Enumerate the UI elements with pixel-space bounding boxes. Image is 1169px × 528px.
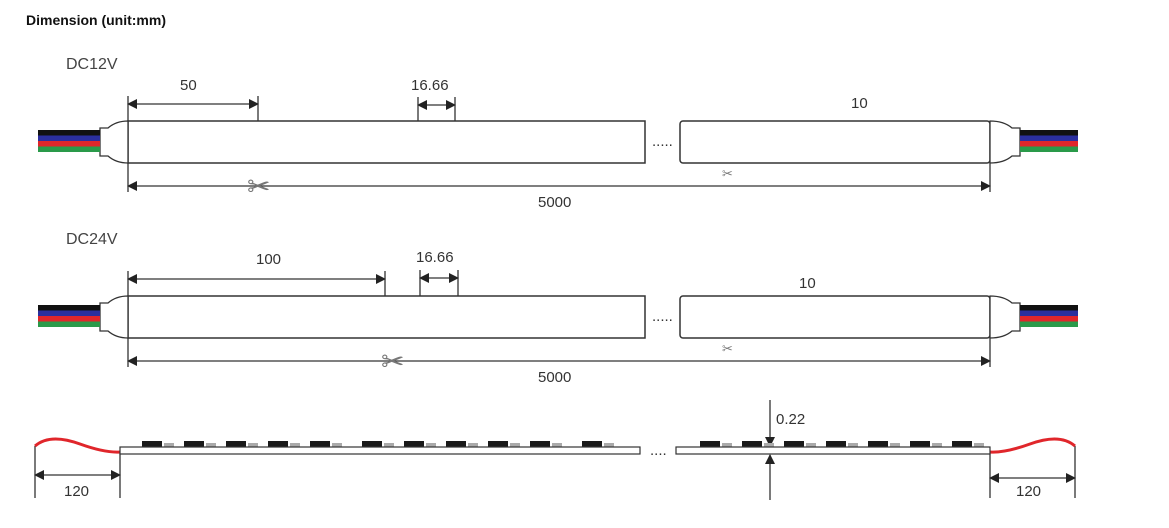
thickness-label: 0.22 [776,411,805,428]
strip-segment-left [127,295,646,339]
component-side [332,443,342,447]
led-side [742,441,762,447]
component-side [932,443,942,447]
pcb-side-left [119,446,641,455]
dc24v-led-pitch-label: 16.66 [416,249,454,266]
component-side [164,443,174,447]
led-side [142,441,162,447]
left-wire-side [34,437,121,454]
component-side [552,443,562,447]
left-wire [38,135,100,141]
dc12v-width-label: 10 [851,95,868,112]
dc12v-ellipsis: ..... [652,133,673,150]
pcb-side-right [675,446,991,455]
right-wire-side [989,437,1076,454]
strip-segment-right [679,295,991,339]
led-side [268,441,288,447]
dc12v-strip-drawing: ✂ ✂ DC12V 50 16.66 10 5000 ..... [38,56,1078,211]
left-connector [99,295,129,339]
led-side [362,441,382,447]
component-side [604,443,614,447]
side-view-ellipsis: .... [650,442,667,459]
scissors-icon: ✂ [381,346,404,377]
side-view-drawing: 0.22 120 120 .... [34,400,1076,500]
scissors-icon: ✂ [247,171,270,202]
scissors-icon: ✂ [722,341,733,356]
right-wire [1020,316,1078,322]
dc24v-total-length-label: 5000 [538,369,571,386]
right-wire [1020,135,1078,141]
component-side [974,443,984,447]
led-side [310,441,330,447]
dc24v-cut-length-label: 100 [256,251,281,268]
led-side [488,441,508,447]
led-side [530,441,550,447]
dc12v-total-length-label: 5000 [538,194,571,211]
dc12v-cut-length-label: 50 [180,77,197,94]
led-side [226,441,246,447]
left-wire [38,305,100,311]
right-connector [989,120,1021,164]
strip-segment-left [127,120,646,164]
led-side [868,441,888,447]
dc24v-width-label: 10 [799,275,816,292]
component-side [290,443,300,447]
dc24v-ellipsis: ..... [652,308,673,325]
led-side [404,441,424,447]
component-side [426,443,436,447]
dc24v-label: DC24V [66,231,118,248]
component-side [248,443,258,447]
led-side [784,441,804,447]
diagram-title: Dimension (unit:mm) [26,12,166,28]
left-wire [38,316,100,322]
right-wire [1020,305,1078,311]
left-wire [38,321,100,327]
led-side [910,441,930,447]
component-side [890,443,900,447]
component-side [764,443,774,447]
left-wire [38,141,100,147]
left-wire [38,310,100,316]
component-side [468,443,478,447]
left-wire-length-label: 120 [64,483,89,500]
left-connector [99,120,129,164]
component-side [806,443,816,447]
dc12v-led-pitch-label: 16.66 [411,77,449,94]
left-wire [38,146,100,152]
scissors-icon: ✂ [722,166,733,181]
led-side [952,441,972,447]
strip-segment-right [679,120,991,164]
led-side [700,441,720,447]
component-side [848,443,858,447]
right-connector [989,295,1021,339]
led-side [826,441,846,447]
right-wire [1020,146,1078,152]
component-side [510,443,520,447]
component-side [206,443,216,447]
right-wire [1020,310,1078,316]
led-side [582,441,602,447]
right-wire [1020,130,1078,136]
led-side [446,441,466,447]
component-side [384,443,394,447]
led-side [184,441,204,447]
left-wire [38,130,100,136]
component-side [722,443,732,447]
dc24v-strip-drawing: ✂ ✂ DC24V 100 16.66 10 5000 ..... [38,231,1078,386]
right-wire [1020,321,1078,327]
dc12v-label: DC12V [66,56,118,73]
right-wire-length-label: 120 [1016,483,1041,500]
right-wire [1020,141,1078,147]
